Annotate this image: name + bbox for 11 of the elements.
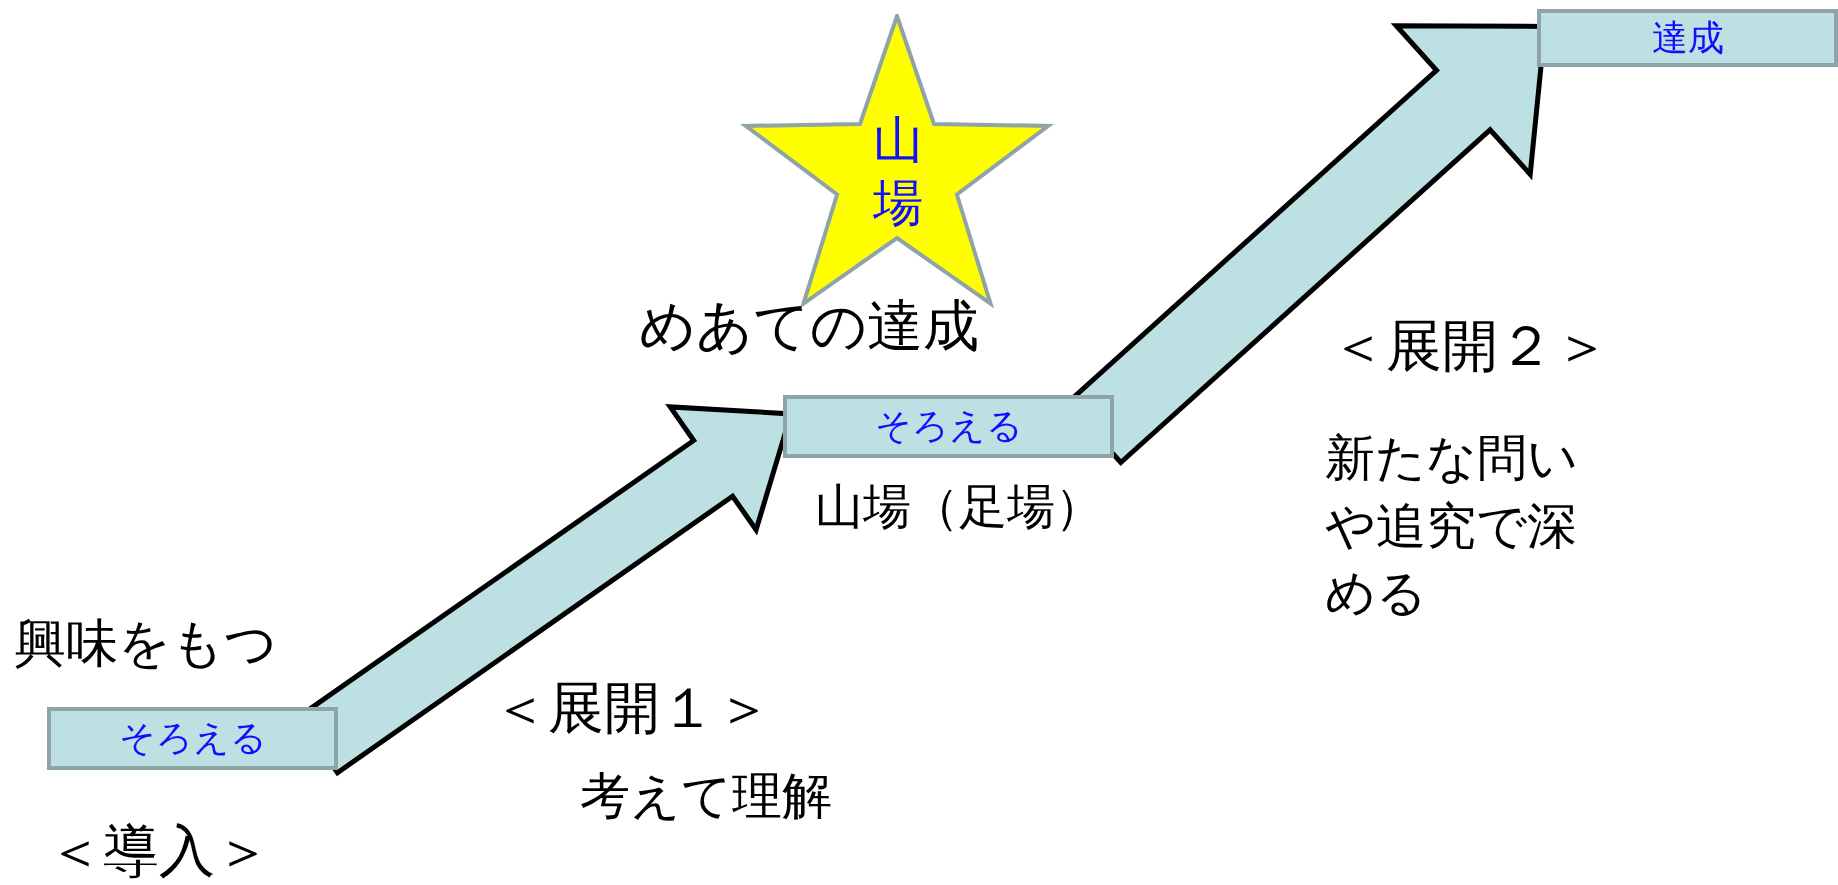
process-box: そろえる xyxy=(47,707,338,770)
text-label: ＜導入＞ xyxy=(47,817,271,885)
process-box: 達成 xyxy=(1537,9,1838,67)
text-label: 新たな問いや追究で深める xyxy=(1325,428,1579,624)
text-label: ＜展開１＞ xyxy=(492,674,772,742)
text-label: 興味をもつ xyxy=(14,612,277,675)
text-label: 山場（足場） xyxy=(815,477,1103,536)
text-label: めあての達成 xyxy=(639,292,979,360)
process-box: そろえる xyxy=(783,395,1114,458)
text-label: ＜展開２＞ xyxy=(1330,312,1610,380)
text-label: 考えて理解 xyxy=(580,766,832,827)
